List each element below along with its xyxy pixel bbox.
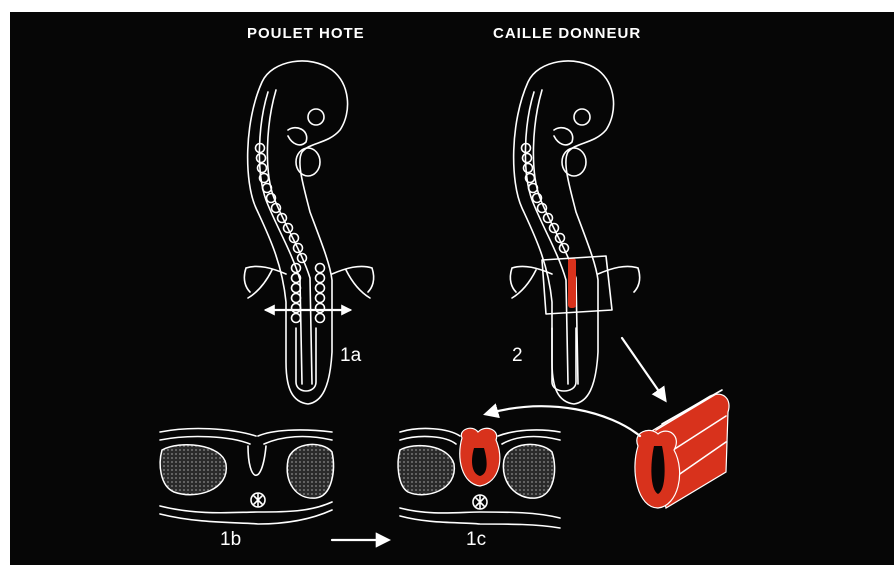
diagram-svg: POULET HOTE CAILLE DONNEUR [10, 12, 894, 565]
graft-segment [568, 258, 576, 308]
graft-tube [635, 390, 729, 508]
section-1c [398, 428, 560, 528]
label-1b: 1b [220, 529, 241, 550]
label-1a: 1a [340, 345, 362, 366]
label-1c: 1c [466, 529, 486, 550]
section-1b [160, 429, 333, 524]
arrow-donor-to-graft [622, 338, 665, 400]
arrow-graft-to-host [486, 406, 640, 436]
embryo-donor [510, 61, 639, 404]
header-donor: CAILLE DONNEUR [493, 25, 641, 42]
diagram-canvas: POULET HOTE CAILLE DONNEUR [10, 12, 894, 565]
label-2: 2 [512, 345, 523, 366]
header-host: POULET HOTE [247, 25, 365, 42]
